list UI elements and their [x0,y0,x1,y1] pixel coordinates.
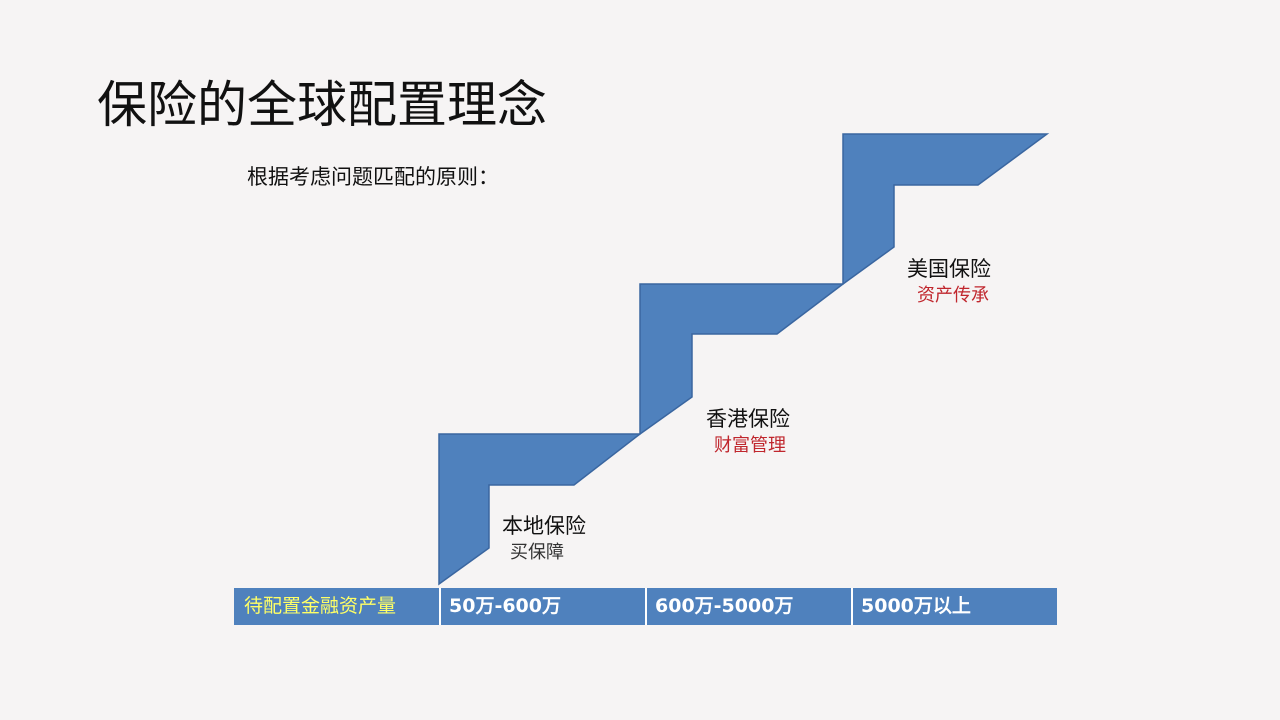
principle-subtitle: 根据考虑问题匹配的原则： [247,165,499,189]
step-3-label: 美国保险 [907,257,991,281]
asset-tier-table: 待配置金融资产量 50万-600万 600万-5000万 5000万以上 [234,588,1057,625]
step-1-sublabel: 买保障 [510,542,564,563]
tier-2-range: 600万-5000万 [645,588,851,625]
staircase-arrow-shape [438,133,1050,586]
step-1-label: 本地保险 [502,514,586,538]
step-2-sublabel: 财富管理 [714,435,786,456]
tier-3-range: 5000万以上 [851,588,1057,625]
tier-1-range: 50万-600万 [439,588,645,625]
page-title: 保险的全球配置理念 [97,76,547,134]
asset-amount-header: 待配置金融资产量 [234,588,439,625]
step-3-sublabel: 资产传承 [917,285,989,306]
step-2-label: 香港保险 [706,407,790,431]
